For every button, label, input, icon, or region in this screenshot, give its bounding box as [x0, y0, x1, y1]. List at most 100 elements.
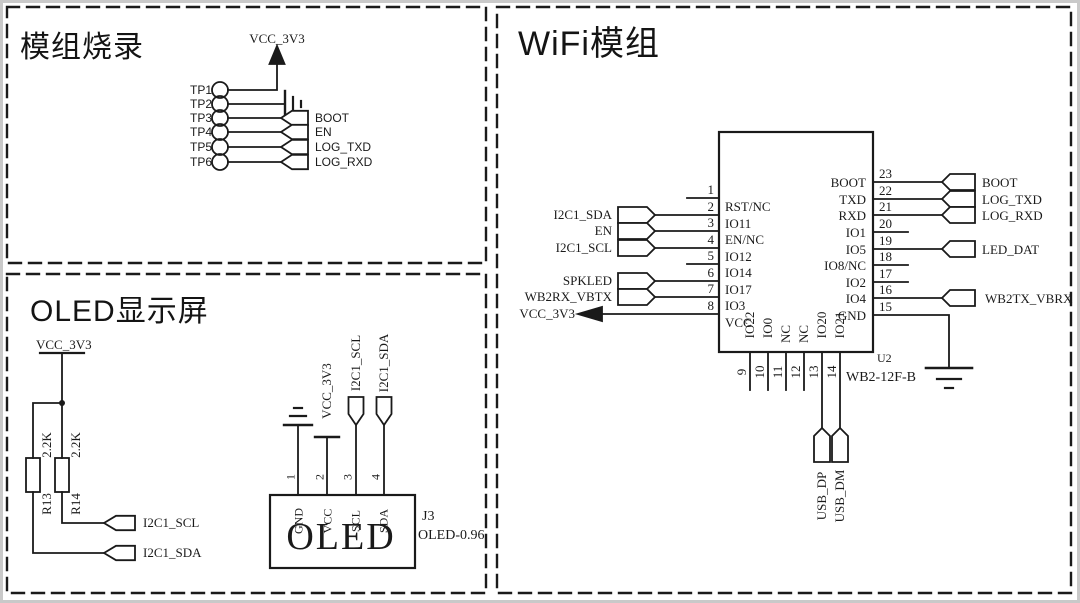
- panel-title-oled: OLED显示屏: [30, 295, 209, 328]
- pin-name: IO8/NC: [824, 258, 866, 273]
- pin-number: 1: [283, 474, 298, 480]
- pin-name: IO3: [725, 298, 746, 313]
- panel-title-programming: 模组烧录: [20, 31, 144, 64]
- resistor-ref-label: R13: [39, 493, 55, 515]
- pin-number: 8: [707, 298, 715, 313]
- pin-name: IO22: [742, 311, 758, 339]
- resistor-value-label: 2.2K: [39, 432, 55, 458]
- pin-number: 22: [879, 183, 892, 198]
- net-flag-icons-oled-top: [347, 396, 393, 427]
- pin-name: EN/NC: [725, 232, 764, 247]
- oled-connector-body: [268, 493, 417, 570]
- pin-number: 23: [879, 166, 892, 181]
- pin-number: 7: [707, 281, 715, 296]
- connector-part: OLED-0.96: [418, 528, 485, 543]
- pin-number: 13: [806, 365, 822, 379]
- net-label: LOG_TXD: [315, 140, 372, 154]
- pin-number: 3: [340, 474, 355, 480]
- testpoint-label: TP2: [189, 97, 212, 111]
- pin-number: 11: [770, 365, 786, 379]
- wifi-ic-body: [717, 130, 875, 354]
- panel-border-wifi: [495, 5, 1073, 595]
- testpoint-label: TP5: [189, 140, 212, 154]
- programming-wires: [227, 63, 286, 163]
- net-label: I2C1_SCL: [555, 240, 612, 255]
- pin-number: 5: [707, 248, 715, 263]
- net-label-rotated: USB_DM: [832, 469, 848, 523]
- vcc-arrow-icon-wifi: [574, 305, 603, 323]
- oled-connector-wires: [297, 424, 385, 496]
- resistor-symbol-r13: [25, 457, 41, 493]
- net-label-rotated: I2C1_SCL: [348, 334, 364, 392]
- testpoint-label: TP3: [189, 111, 212, 125]
- ic-part: WB2-12F-B: [846, 370, 916, 385]
- power-net-label-rotated: VCC_3V3: [319, 363, 335, 419]
- pin-number: 17: [879, 266, 892, 281]
- panel-title-wifi: WiFi模组: [518, 25, 660, 63]
- net-label: LED_DAT: [982, 242, 1040, 257]
- pin-number: 1: [707, 182, 715, 197]
- net-label: I2C1_SDA: [143, 545, 202, 560]
- pin-number: 9: [734, 368, 750, 376]
- wifi-ic-bottom-wires: [749, 351, 841, 429]
- net-label: LOG_RXD: [982, 208, 1043, 223]
- pin-name: IO2: [845, 275, 866, 290]
- pin-number: 2: [707, 199, 715, 214]
- net-label: EN: [594, 223, 612, 238]
- pin-number: 15: [879, 299, 892, 314]
- testpoint-label: TP6: [189, 155, 212, 169]
- power-net-label: VCC_3V3: [249, 31, 305, 47]
- net-label: EN: [315, 125, 332, 139]
- pin-number: 2: [312, 474, 327, 480]
- power-net-label: VCC_3V3: [519, 306, 575, 321]
- net-label: WB2RX_VBTX: [524, 289, 612, 304]
- net-label-rotated: USB_DP: [814, 471, 830, 521]
- net-label: I2C1_SDA: [553, 207, 612, 222]
- pin-number: 3: [707, 215, 715, 230]
- pin-name: IO20: [814, 311, 830, 339]
- pin-number: 6: [707, 265, 715, 280]
- pin-number: 21: [879, 199, 892, 214]
- pin-name: NC: [796, 324, 812, 344]
- pin-name: IO17: [725, 282, 752, 297]
- pin-name: IO11: [725, 216, 752, 231]
- pin-number: 10: [752, 365, 768, 379]
- pin-name: IO21: [832, 311, 848, 339]
- testpoint-label: TP4: [189, 125, 212, 139]
- pin-name: RST/NC: [725, 199, 771, 214]
- panel-border-oled: [5, 272, 488, 595]
- net-label: I2C1_SCL: [143, 515, 200, 530]
- pin-name: NC: [778, 324, 794, 344]
- net-flag-icons-usb: [813, 426, 849, 463]
- pin-number: 4: [707, 232, 715, 247]
- pin-name: IO4: [845, 291, 866, 306]
- pin-name: VCC: [725, 315, 752, 330]
- pin-name: IO0: [760, 317, 776, 339]
- pin-number: 4: [368, 474, 383, 480]
- wifi-ic-left-wires: [601, 197, 720, 315]
- pin-name: IO12: [725, 249, 752, 264]
- pin-number: 20: [879, 216, 892, 231]
- pin-number: 14: [824, 365, 840, 379]
- resistor-ref-label: R14: [68, 493, 84, 515]
- pin-number: 19: [879, 233, 892, 248]
- connector-ref: J3: [422, 509, 435, 524]
- panel-border-programming: [5, 5, 488, 265]
- power-net-label: VCC_3V3: [36, 337, 92, 352]
- net-label: BOOT: [315, 111, 350, 125]
- pin-name: TXD: [839, 192, 866, 207]
- resistor-value-label: 2.2K: [68, 432, 84, 458]
- net-label: LOG_TXD: [982, 192, 1042, 207]
- pin-number: 18: [879, 249, 892, 264]
- net-label-rotated: I2C1_SDA: [376, 333, 392, 393]
- net-flag-icons-wifi-left: [617, 206, 657, 306]
- wifi-ic-right-wires: [872, 181, 950, 369]
- pin-name: IO1: [845, 225, 866, 240]
- net-flag-icons-wifi-right: [940, 173, 976, 307]
- resistor-symbol-r14: [54, 457, 70, 493]
- net-label: BOOT: [982, 175, 1018, 190]
- pin-name: IO14: [725, 265, 752, 280]
- ground-icon-wifi: [924, 366, 974, 390]
